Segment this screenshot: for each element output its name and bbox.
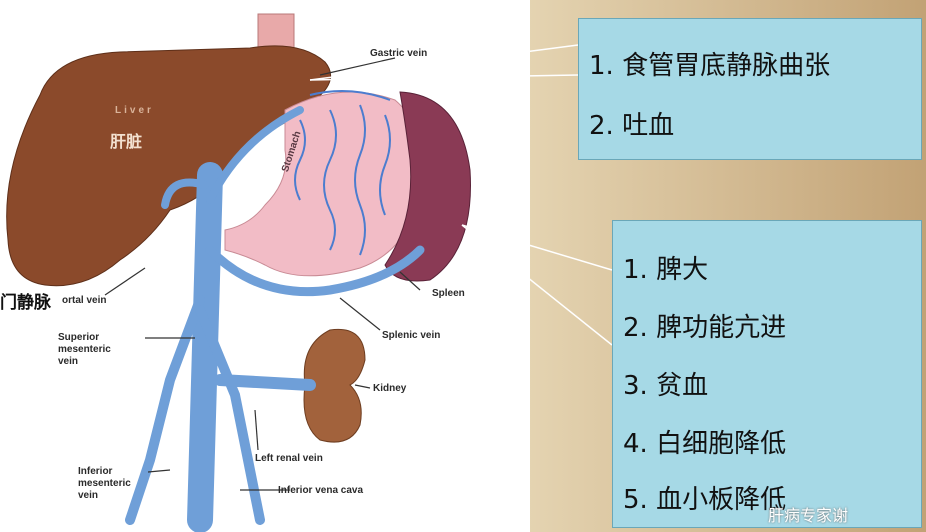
label-portal-vein-en: ortal vein [62, 295, 107, 306]
label-liver-cn: 肝脏 [110, 132, 143, 151]
label-splenic-vein: Splenic vein [382, 330, 441, 341]
callout-item: 1. 脾大 [623, 255, 709, 285]
spleen-shape [384, 91, 471, 282]
callout-item: 5. 血小板降低 [623, 485, 787, 515]
label-portal-vein-cn: 门静脉 [0, 293, 51, 313]
callout-item: 4. 白细胞降低 [623, 429, 787, 459]
anatomy-svg [6, 13, 471, 532]
callout-box-esophageal: 1. 食管胃底静脉曲张 2. 吐血 [578, 18, 922, 160]
anatomy-illustration: Gastric vein Liver 肝脏 门静脉 ortal vein Sto… [0, 0, 530, 532]
callout-item: 1. 食管胃底静脉曲张 [589, 51, 831, 81]
callout-box-spleen: 1. 脾大 2. 脾功能亢进 3. 贫血 4. 白细胞降低 5. 血小板降低 [612, 220, 922, 528]
stomach-varices [294, 90, 391, 256]
vein-network [125, 106, 425, 532]
label-spleen: Spleen [432, 288, 465, 299]
callout-item: 3. 贫血 [623, 371, 709, 401]
label-superior-mesenteric-vein: Superior mesenteric vein [58, 332, 111, 367]
label-inferior-vena-cava: Inferior vena cava [278, 485, 364, 496]
label-kidney: Kidney [373, 383, 407, 394]
label-gastric-vein: Gastric vein [370, 48, 428, 59]
callout-item: 2. 吐血 [589, 111, 675, 141]
watermark: 肝病专家谢 [768, 506, 849, 525]
label-left-renal-vein: Left renal vein [255, 453, 323, 464]
callout-item: 2. 脾功能亢进 [623, 313, 787, 343]
label-inferior-mesenteric-vein: Inferior mesenteric vein [78, 466, 131, 501]
label-liver-en: Liver [115, 105, 154, 116]
leader-lines [104, 57, 421, 491]
